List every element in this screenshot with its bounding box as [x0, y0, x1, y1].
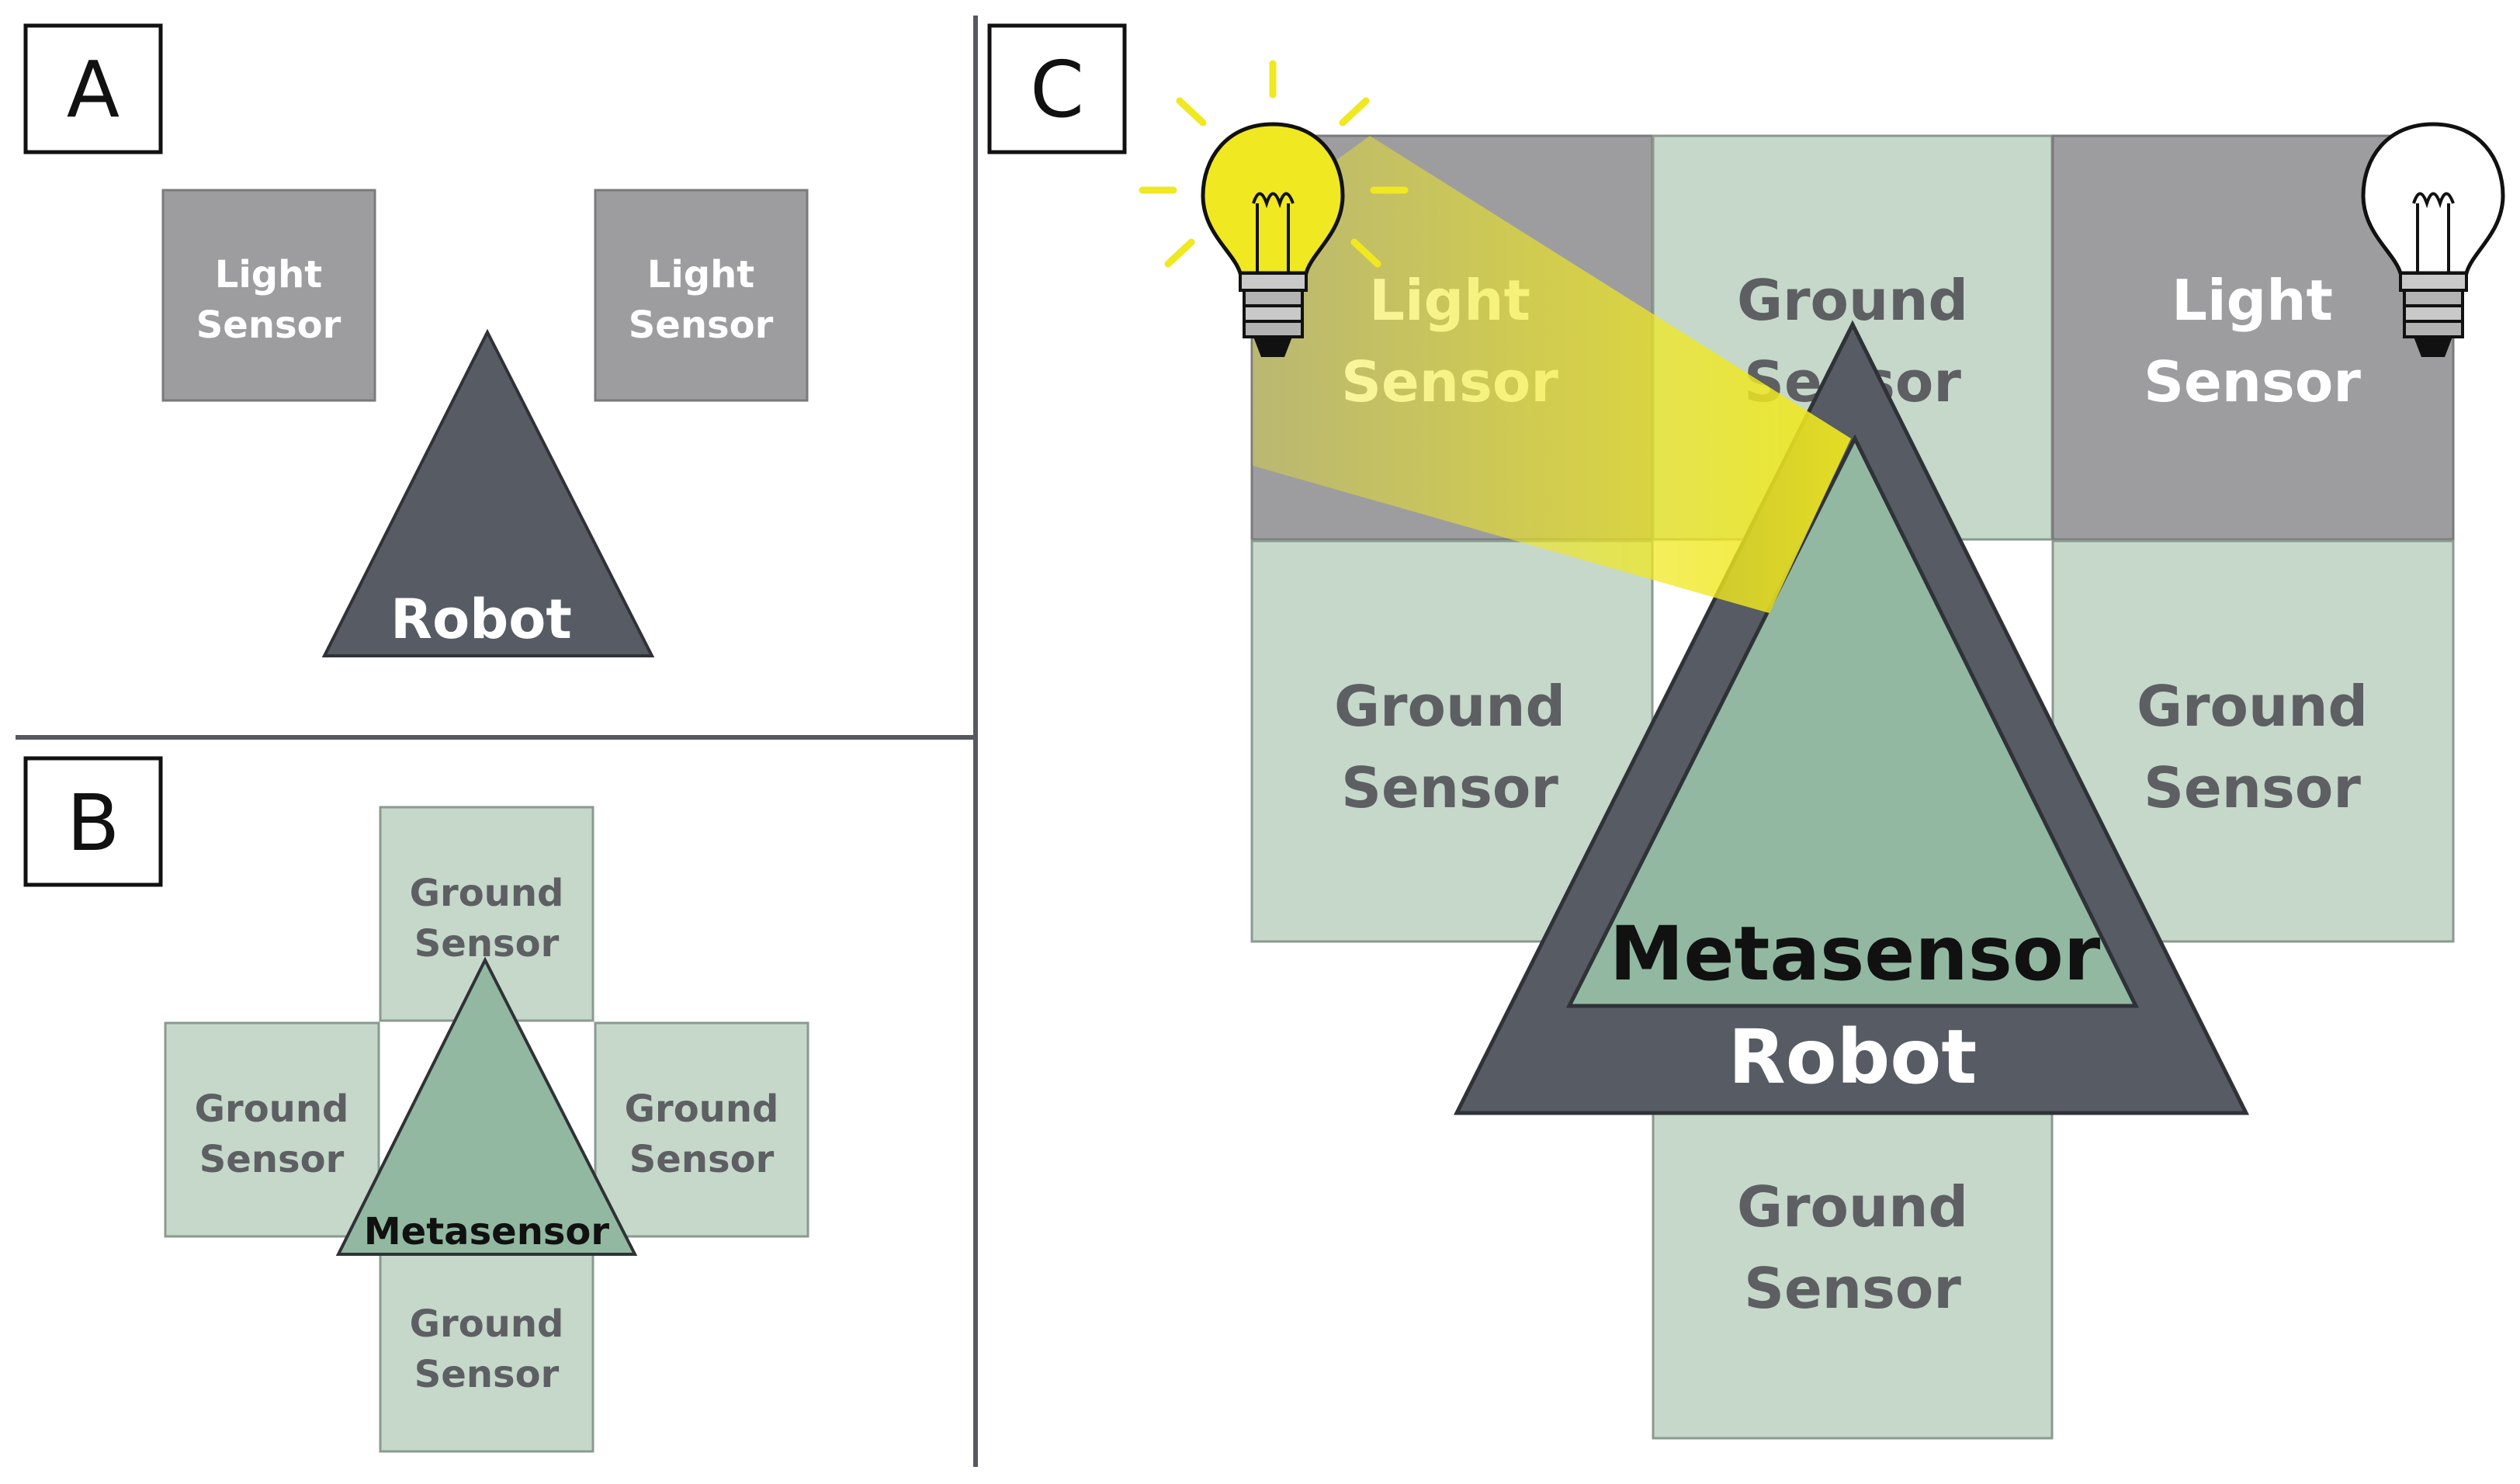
ground-sensor-right: Ground Sensor	[594, 1021, 809, 1238]
ground-sensor-label-line2: Sensor	[2144, 755, 2361, 820]
panel-a: A Light Sensor Light Sensor Robot	[23, 23, 809, 657]
light-sensor-label-line2: Sensor	[196, 303, 341, 347]
metasensor: Metasensor	[335, 956, 638, 1256]
ground-sensor-bottom: Ground Sensor	[379, 1236, 594, 1453]
panel-b-label: B	[67, 778, 120, 869]
ground-sensor-label-line2: Sensor	[1744, 1256, 1961, 1321]
robot-label: Robot	[390, 588, 572, 651]
ground-sensor-label-line1: Ground	[2137, 674, 2368, 739]
robot: Robot	[321, 328, 655, 657]
ground-sensor-label-line2: Sensor	[1341, 755, 1558, 820]
ground-sensor-left: Ground Sensor	[164, 1021, 380, 1238]
panel-b: B Ground Sensor Ground Sensor Ground Sen…	[23, 756, 809, 1453]
robot-label: Robot	[1728, 1014, 1977, 1101]
panel-c: C Light Sensor Ground Sensor Light Senso…	[987, 23, 2505, 1440]
ground-sensor-label-line2: Sensor	[414, 922, 560, 966]
panel-c-label: C	[1030, 44, 1084, 135]
panel-b-label-box	[23, 756, 163, 887]
ground-sensor-label-line1: Ground	[1334, 674, 1565, 739]
panel-c-label-box	[987, 23, 1127, 154]
ground-sensor-label-line2: Sensor	[629, 1138, 775, 1181]
metasensor-label: Metasensor	[1610, 910, 2101, 997]
ground-sensor-label-line1: Ground	[625, 1087, 779, 1131]
metasensor-label: Metasensor	[364, 1210, 610, 1253]
light-bulb-off-icon	[2361, 122, 2505, 357]
metasensor: Metasensor	[1565, 434, 2140, 1008]
ground-sensor-label-line1: Ground	[410, 872, 564, 915]
light-beam	[1253, 136, 1851, 613]
ground-sensor-label-line1: Ground	[410, 1302, 564, 1346]
light-bulb-on-icon	[1139, 60, 1409, 357]
light-sensor-label-line1: Light	[215, 253, 323, 296]
light-sensor-label-line2: Sensor	[2144, 349, 2361, 414]
ground-sensor-label-line2: Sensor	[199, 1138, 345, 1181]
light-sensor-left: Light Sensor	[161, 189, 376, 402]
light-sensor-right: Light Sensor	[594, 189, 809, 402]
ground-sensor-label-line2: Sensor	[414, 1353, 560, 1396]
panel-a-label: A	[67, 44, 120, 135]
panel-a-label-box	[23, 23, 163, 154]
light-sensor-label-line2: Sensor	[629, 303, 774, 347]
light-sensor-label-line1: Light	[647, 253, 755, 296]
ground-sensor-label-line1: Ground	[1737, 1174, 1968, 1240]
ground-sensor-label-line1: Ground	[195, 1087, 349, 1131]
light-sensor-label-line1: Light	[2172, 268, 2333, 333]
